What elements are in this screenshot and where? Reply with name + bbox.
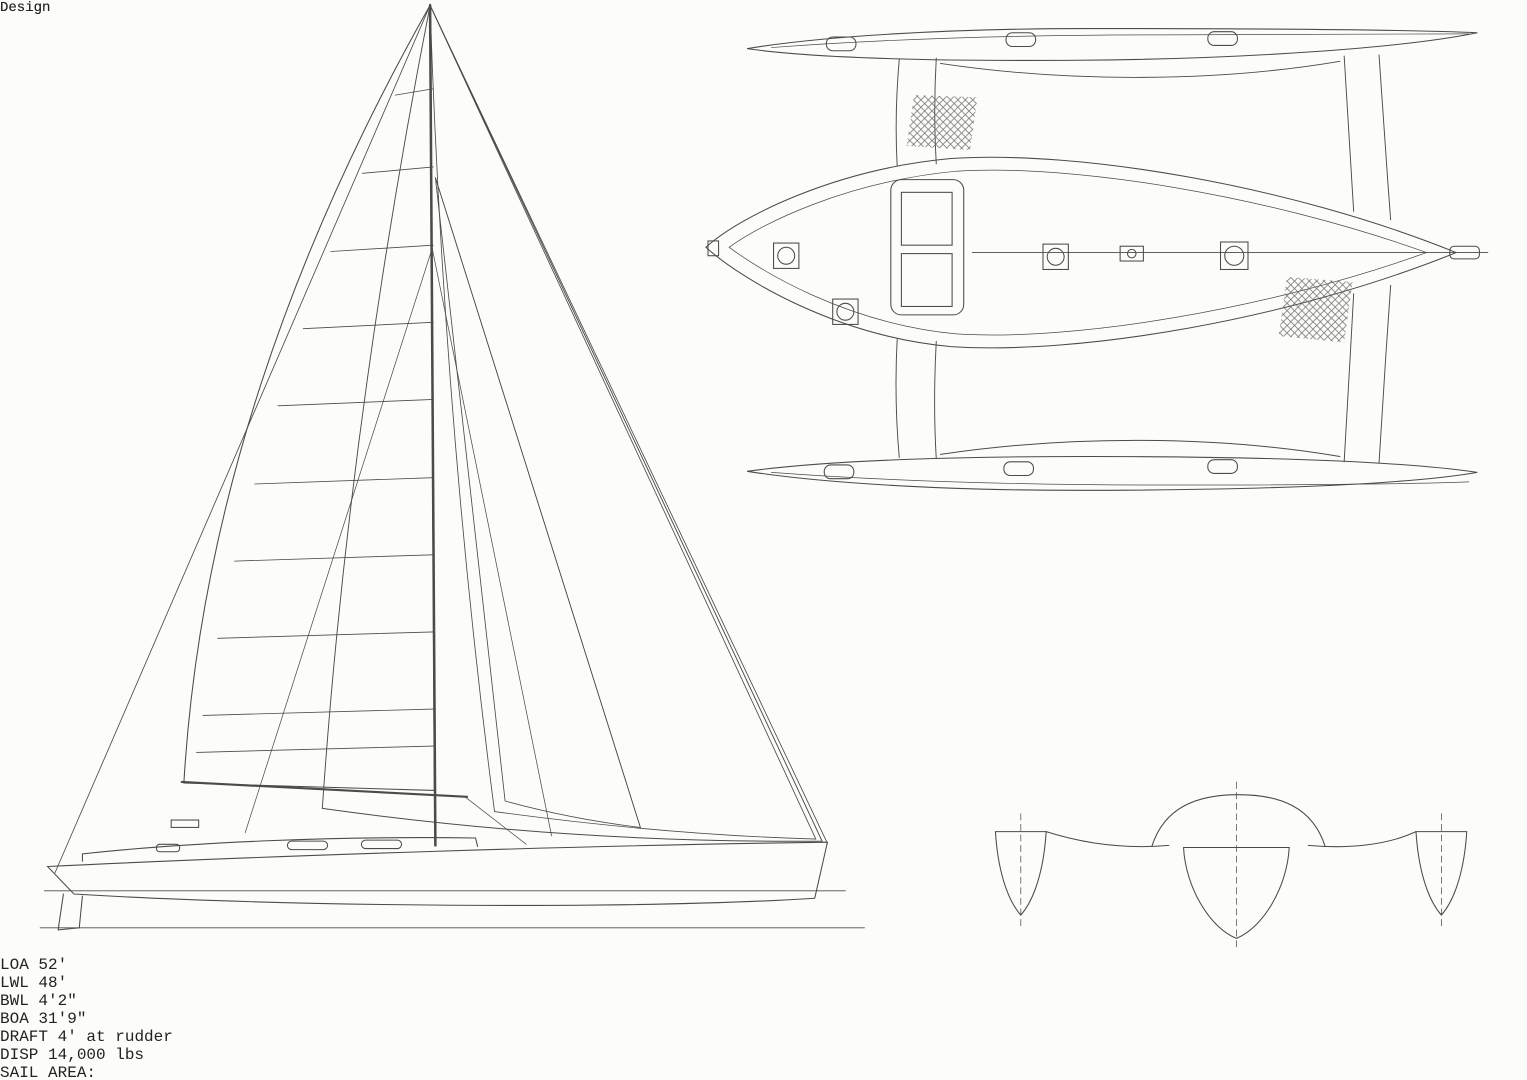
top-ama-outline [747, 28, 1478, 61]
spec-value: 48' [38, 974, 68, 993]
bow-fitting [707, 240, 720, 257]
winch [1042, 243, 1069, 270]
cockpit-well [900, 253, 953, 307]
header-design-left: Design [0, 0, 51, 16]
crosshatch-patch [1278, 276, 1353, 343]
lapper-outline [429, 5, 817, 840]
wing-edge-line [940, 60, 1341, 78]
transom-rudder [57, 893, 83, 931]
beam-line [1343, 293, 1355, 463]
mainsail-battens [196, 88, 434, 753]
batten-line [202, 708, 434, 716]
backstay [54, 4, 431, 874]
bottom-ama-outline [747, 455, 1478, 491]
ama-hatch [1005, 32, 1037, 48]
winch [832, 298, 859, 325]
wing-edge-line [940, 439, 1341, 457]
batten-line [196, 745, 434, 753]
beam-line [934, 340, 937, 460]
hull-outline [46, 841, 829, 906]
spec-value: 14,000 lbs [48, 1046, 145, 1065]
mainsheet [464, 796, 527, 845]
dimension-spec-table: LOA 52' LWL 48' BWL 4'2" BOA 31'9" DRAFT… [0, 956, 1527, 1064]
bottom-ama-sheer-line [771, 471, 1470, 486]
crossbeams [895, 54, 1392, 464]
side-view-drawing [39, 3, 865, 931]
stern-bracket [170, 819, 200, 828]
batten-line [302, 321, 434, 330]
boat-plan-drawings [39, 3, 1489, 952]
batten-line [394, 88, 434, 96]
ama-hatch [1003, 461, 1035, 477]
cabin-section [1151, 794, 1326, 847]
spec-value: 4' at rudder [57, 1028, 173, 1047]
winch [772, 242, 800, 269]
batten-line [277, 399, 434, 407]
main-hull-section [1182, 846, 1290, 939]
spec-label: LOA [0, 956, 29, 975]
spec-label: DISP [0, 1046, 39, 1065]
beam-line [1378, 284, 1392, 464]
spec-label: BWL [0, 992, 29, 1011]
beam-line [895, 58, 900, 167]
cabin-window [155, 843, 181, 853]
front-view-drawing [994, 781, 1468, 952]
batten-line [254, 477, 434, 485]
spec-value: 4'2" [38, 992, 77, 1011]
beam-line [895, 338, 900, 459]
batten-line [362, 166, 434, 174]
deck-plan-drawing [705, 28, 1489, 491]
header-design-right: Design [0, 0, 51, 16]
ama-hatch [1207, 31, 1238, 46]
shroud [244, 247, 433, 834]
genoa-outline [321, 3, 823, 842]
cabin-window [360, 839, 403, 850]
sail-area-heading: SAIL AREA: [0, 1064, 97, 1080]
spec-row: DRAFT 4' at rudder [0, 1028, 1527, 1046]
deck-cleat [1119, 245, 1144, 262]
winch [1219, 241, 1249, 270]
top-ama-sheer-line [771, 33, 1470, 48]
rudder-head [1449, 245, 1480, 260]
section-centerlines [1020, 781, 1442, 952]
sail-area-table: SAIL AREA: Main 475 sq ft Genoa 850 sq f… [0, 1064, 1527, 1080]
beam-line [1378, 54, 1392, 221]
ama-hatch [825, 36, 857, 52]
ama-hatch [1207, 459, 1238, 474]
spec-row: BWL 4'2" [0, 992, 1527, 1010]
staysail-outline [434, 177, 641, 828]
spec-row: DISP 14,000 lbs [0, 1046, 1527, 1064]
crosshatch-patch [906, 95, 978, 151]
forestay [429, 4, 828, 844]
shroud [431, 247, 552, 837]
spec-row: LOA 52' [0, 956, 1527, 974]
starboard-beam-line [1307, 831, 1417, 848]
cabin-hatch [900, 191, 953, 246]
spec-value: 52' [38, 956, 68, 975]
batten-line [217, 631, 434, 639]
spec-label: DRAFT [0, 1028, 49, 1047]
cabin-top [890, 179, 965, 316]
spec-row: BOA 31'9" [0, 1010, 1527, 1028]
mainsail-outline [183, 3, 435, 791]
batten-line [234, 554, 434, 562]
spec-label: LWL [0, 974, 29, 993]
spec-label: BOA [0, 1010, 29, 1029]
beam-line [1343, 55, 1355, 212]
spec-value: 31'9" [38, 1010, 87, 1029]
spec-row: LWL 48' [0, 974, 1527, 992]
cabin-window [286, 840, 329, 851]
port-beam-line [1045, 831, 1170, 848]
batten-line [330, 244, 434, 252]
cabin-profile [81, 837, 479, 862]
ama-hatch [823, 464, 855, 480]
